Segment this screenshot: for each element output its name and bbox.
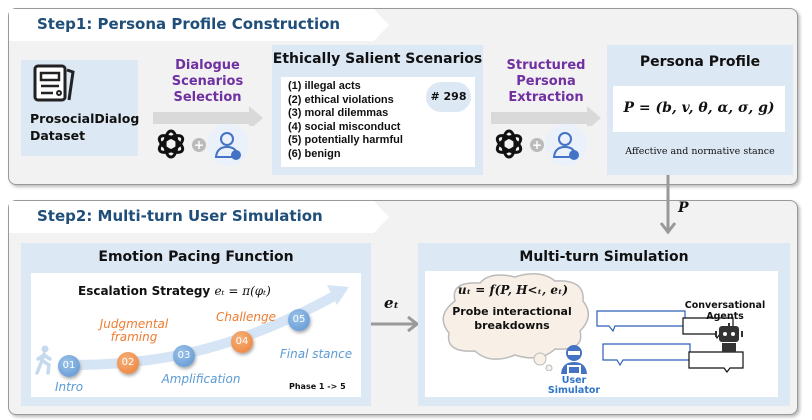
user-simulator-icon <box>561 345 587 374</box>
expert-user-icon <box>207 124 249 166</box>
step2-title: Step2: Multi-turn User Simulation <box>37 207 323 225</box>
scenarios-title: Ethically Salient Scenarios <box>272 51 483 67</box>
multi-turn-simulation-box: Multi-turn Simulation uₜ = f(P, H<ₜ, eₜ)… <box>418 243 790 406</box>
strategy-label: Escalation Strategy <box>78 284 211 298</box>
agents-line: Conversational <box>684 300 766 311</box>
persona-formula: P = (b, v, θ, α, σ, g) <box>623 100 775 116</box>
emotion-pacing-title: Emotion Pacing Function <box>98 249 294 265</box>
scenarios-list: # 298 (1) illegal acts (2) ethical viola… <box>281 77 475 167</box>
persona-profile-box: Persona Profile P = (b, v, θ, α, σ, g) A… <box>607 45 793 175</box>
selection-arrow <box>153 106 263 126</box>
pacing-canvas: Escalation Strategy eₜ = π(φₜ) 01 02 03 … <box>31 273 361 397</box>
user-line: User <box>561 375 587 386</box>
selection-line: Dialogue <box>175 58 240 73</box>
user-simulator-label: User Simulator <box>544 376 604 396</box>
escalation-strategy: Escalation Strategy eₜ = π(φₜ) <box>78 284 271 298</box>
phase-04-label: Challenge <box>216 310 276 324</box>
et-arrow <box>371 316 419 332</box>
selection-line: Scenarios <box>171 74 244 89</box>
dataset-name: ProsocialDialog <box>30 111 140 126</box>
phase-01-label: Intro <box>54 380 84 394</box>
scenario-item: (1) illegal acts <box>288 80 361 92</box>
thought-text: Probe interactional breakdowns <box>437 305 587 333</box>
scenario-item: (4) social misconduct <box>288 120 401 133</box>
extraction-line: Persona <box>516 74 576 89</box>
formula-box: P = (b, v, θ, α, σ, g) <box>613 86 785 132</box>
agents-line: Agents <box>706 311 744 322</box>
phase-02-label: Judgmental framing <box>99 317 169 344</box>
profile-caption: Affective and normative stance <box>625 146 775 157</box>
emotion-pacing-box: Emotion Pacing Function Escalation Strat… <box>21 243 371 406</box>
extraction-line: Extraction <box>508 90 584 105</box>
phase-01-marker: 01 <box>58 355 80 377</box>
plus-icon: + <box>530 138 544 152</box>
phase-05-label: Final stance <box>279 347 353 361</box>
phase-05-marker: 05 <box>288 309 310 331</box>
openai-icon <box>495 129 523 159</box>
et-label: eₜ <box>384 294 400 312</box>
persona-down-arrow <box>660 175 676 235</box>
agents-label: Conversational Agents <box>680 300 770 322</box>
walking-person-icon <box>35 345 52 375</box>
phase-03-label: Amplification <box>161 372 241 386</box>
plus-icon: + <box>192 138 206 152</box>
multi-turn-title: Multi-turn Simulation <box>519 249 689 265</box>
extraction-arrow <box>491 106 601 126</box>
persona-profile-title: Persona Profile <box>639 54 761 70</box>
step1-title: Step1: Persona Profile Construction <box>37 15 341 33</box>
utterance-formula: uₜ = f(P, H<ₜ, eₜ) <box>457 283 569 297</box>
dataset-box: ProsocialDialog Dataset <box>21 60 140 156</box>
selection-label: Dialogue Scenarios Selection <box>150 58 265 106</box>
speech-bubbles <box>596 310 744 373</box>
scenario-item: (3) moral dilemmas <box>288 107 389 119</box>
count-badge: # 298 <box>426 82 471 112</box>
extraction-label: Structured Persona Extraction <box>488 58 604 106</box>
phase-range: Phase 1 -> 5 <box>289 382 346 391</box>
scenarios-box: Ethically Salient Scenarios # 298 (1) il… <box>272 45 483 175</box>
thought-line: Probe interactional <box>452 305 572 318</box>
step1-header: Step1: Persona Profile Construction <box>9 9 389 41</box>
document-icon <box>33 64 75 102</box>
step2-header: Step2: Multi-turn User Simulation <box>9 201 389 233</box>
scenario-item: (5) potentially harmful <box>288 134 403 146</box>
phase-04-marker: 04 <box>231 331 253 353</box>
dataset-label: Dataset <box>30 128 86 143</box>
phase-02-marker: 02 <box>117 352 139 374</box>
extraction-line: Structured <box>506 58 586 73</box>
thought-line: breakdowns <box>474 319 550 332</box>
scenario-item: (2) ethical violations <box>288 93 394 106</box>
user-line: Simulator <box>547 385 601 396</box>
expert-user-icon <box>545 124 587 166</box>
selection-line: Selection <box>173 90 242 105</box>
thought-cloud <box>442 273 589 371</box>
p-label: P <box>678 200 689 216</box>
robot-icon <box>715 323 743 352</box>
scenario-item: (6) benign <box>288 147 341 160</box>
openai-icon <box>157 129 185 159</box>
phase-03-marker: 03 <box>173 345 195 367</box>
strategy-formula: eₜ = π(φₜ) <box>214 284 271 298</box>
simulation-canvas: uₜ = f(P, H<ₜ, eₜ) Probe interactional b… <box>425 271 778 397</box>
